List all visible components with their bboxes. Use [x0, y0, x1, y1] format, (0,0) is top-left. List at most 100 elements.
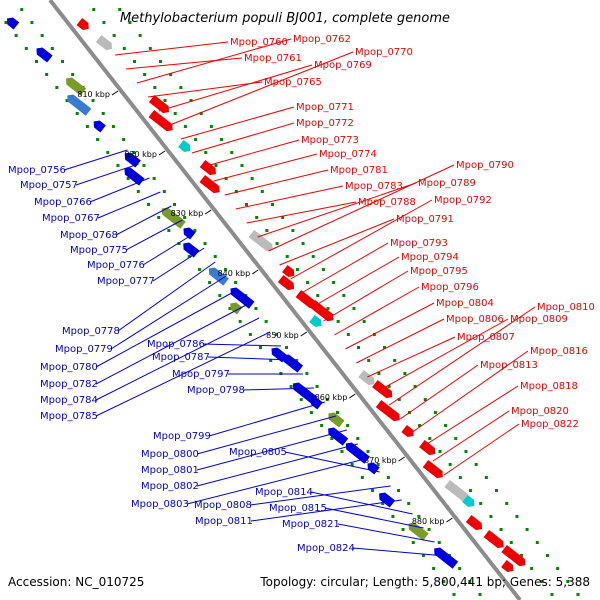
forward-gene-label[interactable]: Mpop_0762 [293, 34, 351, 45]
reverse-gene-label[interactable]: Mpop_0767 [42, 213, 100, 224]
track-dot [254, 307, 258, 310]
reverse-gene-label[interactable]: Mpop_0778 [62, 326, 120, 337]
forward-gene-label[interactable]: Mpop_0769 [314, 60, 372, 71]
forward-gene-label[interactable]: Mpop_0793 [390, 238, 448, 249]
forward-gene-label[interactable]: Mpop_0772 [296, 118, 354, 129]
forward-gene-label[interactable]: Mpop_0810 [537, 302, 595, 313]
forward-gene-label[interactable]: Mpop_0783 [345, 181, 403, 192]
reverse-gene-label[interactable]: Mpop_0776 [87, 260, 145, 271]
forward-gene-label[interactable]: Mpop_0813 [480, 360, 538, 371]
track-dot [377, 372, 381, 375]
tick-line [300, 331, 308, 337]
reverse-gene-label[interactable]: Mpop_0786 [147, 339, 205, 350]
tick-line [158, 150, 166, 156]
reverse-gene-label[interactable]: Mpop_0768 [60, 230, 118, 241]
tick-label: 820 kbp [124, 150, 157, 159]
reverse-gene-label[interactable]: Mpop_0800 [141, 449, 199, 460]
track-dot [437, 541, 441, 544]
track-dot [432, 567, 436, 570]
forward-gene-label[interactable]: Mpop_0816 [530, 346, 588, 357]
reverse-gene-label[interactable]: Mpop_0775 [70, 245, 128, 256]
forward-leader-line [388, 306, 536, 406]
forward-gene-label[interactable]: Mpop_0809 [510, 314, 568, 325]
reverse-gene-label[interactable]: Mpop_0815 [269, 503, 327, 514]
gene-arrow [375, 399, 400, 422]
forward-gene-label[interactable]: Mpop_0761 [244, 53, 302, 64]
track-dot [173, 203, 177, 206]
forward-gene-label[interactable]: Mpop_0796 [421, 282, 479, 293]
track-dot [193, 229, 197, 232]
reverse-gene-label[interactable]: Mpop_0803 [131, 499, 189, 510]
reverse-gene-label[interactable]: Mpop_0787 [152, 352, 210, 363]
reverse-gene-label[interactable]: Mpop_0821 [282, 519, 340, 530]
forward-gene-label[interactable]: Mpop_0820 [511, 406, 569, 417]
reverse-gene-label[interactable]: Mpop_0798 [187, 385, 245, 396]
reverse-gene-label[interactable]: Mpop_0808 [194, 500, 252, 511]
reverse-gene-label[interactable]: Mpop_0801 [141, 465, 199, 476]
forward-gene-label[interactable]: Mpop_0760 [230, 37, 288, 48]
reverse-gene-label[interactable]: Mpop_0785 [40, 411, 98, 422]
track-dot [209, 125, 213, 128]
track-dot [342, 294, 346, 297]
track-dot [274, 333, 278, 336]
reverse-gene-label[interactable]: Mpop_0824 [297, 543, 355, 554]
forward-gene-label[interactable]: Mpop_0790 [456, 160, 514, 171]
reverse-gene-label[interactable]: Mpop_0802 [141, 481, 199, 492]
track-dot [91, 99, 95, 102]
reverse-leader-line [337, 523, 435, 543]
forward-gene-label[interactable]: Mpop_0794 [401, 252, 459, 263]
reverse-gene-label[interactable]: Mpop_0784 [40, 395, 98, 406]
gene-arrow [379, 492, 396, 508]
forward-gene-label[interactable]: Mpop_0781 [330, 165, 388, 176]
track-dot [362, 320, 366, 323]
reverse-gene-label[interactable]: Mpop_0805 [229, 447, 287, 458]
track-dot [213, 255, 217, 258]
forward-gene-label[interactable]: Mpop_0818 [520, 381, 578, 392]
track-dot [295, 268, 299, 271]
forward-gene-label[interactable]: Mpop_0789 [418, 178, 476, 189]
forward-gene-label[interactable]: Mpop_0774 [319, 149, 377, 160]
reverse-gene-label[interactable]: Mpop_0777 [97, 276, 155, 287]
reverse-gene-label[interactable]: Mpop_0782 [40, 379, 98, 390]
forward-gene-label[interactable]: Mpop_0804 [436, 298, 494, 309]
forward-gene-label[interactable]: Mpop_0822 [521, 419, 579, 430]
reverse-gene-label[interactable]: Mpop_0811 [195, 516, 253, 527]
forward-gene-label[interactable]: Mpop_0806 [446, 314, 504, 325]
track-dot [418, 424, 422, 427]
reverse-gene-label[interactable]: Mpop_0799 [153, 431, 211, 442]
track-dot [255, 216, 259, 219]
track-dot [183, 216, 187, 219]
forward-gene-label[interactable]: Mpop_0771 [296, 102, 354, 113]
reverse-gene-label[interactable]: Mpop_0814 [255, 487, 313, 498]
reverse-gene-label[interactable]: Mpop_0780 [40, 362, 98, 373]
forward-gene-label[interactable]: Mpop_0791 [396, 214, 454, 225]
forward-gene-label[interactable]: Mpop_0795 [410, 266, 468, 277]
forward-gene-label[interactable]: Mpop_0788 [358, 197, 416, 208]
reverse-gene-label[interactable]: Mpop_0756 [8, 165, 66, 176]
tick-label: 870 kbp [364, 456, 397, 465]
gene-arrow [230, 287, 255, 309]
forward-gene-label[interactable]: Mpop_0765 [264, 77, 322, 88]
track-dot [234, 281, 238, 284]
reverse-gene-label[interactable]: Mpop_0779 [55, 344, 113, 355]
reverse-gene-label[interactable]: Mpop_0766 [34, 197, 92, 208]
track-dot [291, 229, 295, 232]
track-dot [397, 489, 401, 492]
tick-label: 860 kbp [315, 393, 348, 402]
forward-gene-label[interactable]: Mpop_0807 [457, 332, 515, 343]
gene-arrow [401, 424, 414, 438]
track-dot [448, 463, 452, 466]
reverse-gene-label[interactable]: Mpop_0757 [20, 180, 78, 191]
track-dot [264, 320, 268, 323]
gene-arrow [277, 275, 295, 291]
forward-gene-label[interactable]: Mpop_0792 [434, 195, 492, 206]
reverse-leader-line [152, 247, 205, 282]
track-dot [30, 21, 34, 24]
forward-gene-label[interactable]: Mpop_0770 [355, 47, 413, 58]
forward-leader-line [378, 318, 509, 392]
track-dot [367, 359, 371, 362]
reverse-gene-label[interactable]: Mpop_0797 [172, 369, 230, 380]
forward-gene-label[interactable]: Mpop_0773 [301, 135, 359, 146]
track-dot [535, 541, 539, 544]
